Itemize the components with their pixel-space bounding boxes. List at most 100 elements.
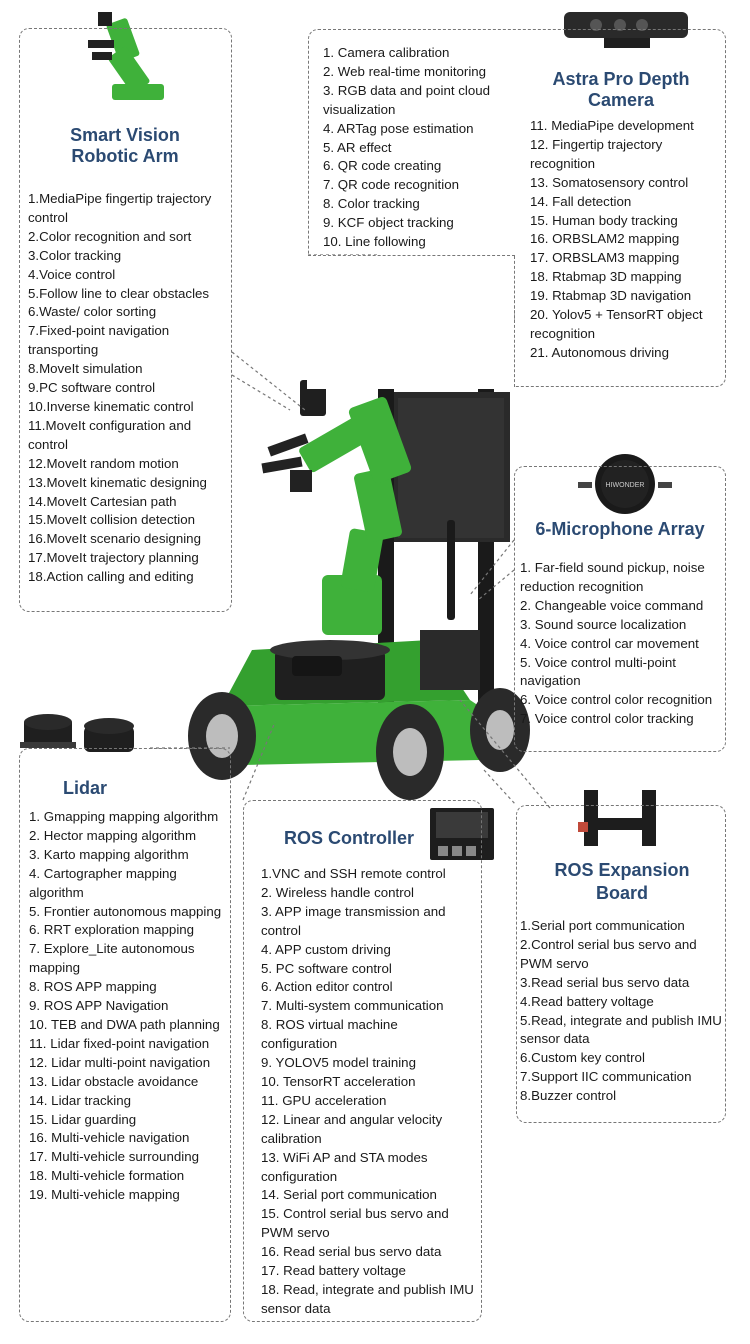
list-item: 9. ROS APP Navigation	[29, 998, 169, 1014]
list-item: 2. Web real-time monitoring	[323, 63, 487, 79]
controller-title: ROS Controller	[283, 828, 414, 848]
arm-feature-list: 1.MediaPipe fingertip trajectory control…	[28, 190, 231, 587]
list-item: 19. Multi-vehicle mapping	[29, 1187, 180, 1203]
list-item: 7. Voice control color tracking	[520, 711, 694, 727]
microphone-logo: HIWONDER	[606, 482, 645, 489]
list-item: 1. Camera calibration	[323, 45, 450, 60]
camera-top-feature-list: 1. Camera calibration 2. Web real-time m…	[323, 44, 518, 252]
list-item: 14. Fall detection	[530, 193, 632, 209]
list-item: 15.MoveIt collision detection	[28, 512, 196, 528]
list-item: 5.Read, integrate and publish IMU sensor…	[520, 1012, 722, 1047]
list-item: 8. ROS APP mapping	[29, 979, 157, 995]
list-item: 3. APP image transmission and control	[261, 903, 446, 938]
list-item: 13. Somatosensory control	[530, 174, 689, 190]
list-item: 18.Action calling and editing	[28, 569, 194, 585]
controller-feature-list: 1.VNC and SSH remote control 2. Wireless…	[261, 865, 476, 1319]
list-item: 10. TEB and DWA path planning	[29, 1016, 220, 1032]
list-item: 12. Fingertip trajectory recognition	[530, 136, 663, 171]
camera-feature-list: 11. MediaPipe development 12. Fingertip …	[530, 117, 722, 363]
list-item: 6. QR code creating	[323, 158, 442, 174]
list-item: 19. Rtabmap 3D navigation	[530, 288, 692, 304]
arm-title: Smart Vision Robotic Arm	[70, 125, 180, 166]
camera-panel: 1. Camera calibration 2. Web real-time m…	[308, 29, 726, 387]
list-item: 5. AR effect	[323, 139, 392, 155]
list-item: 11. MediaPipe development	[530, 118, 694, 133]
lidar-panel: Lidar 1. Gmapping mapping algorithm 2. H…	[19, 748, 231, 1322]
list-item: 1. Gmapping mapping algorithm	[29, 809, 219, 824]
list-item: 9. YOLOV5 model training	[261, 1055, 416, 1071]
list-item: 13. WiFi AP and STA modes configuration	[261, 1149, 428, 1184]
ros-controller-thumbnail	[430, 808, 494, 860]
list-item: 17. Multi-vehicle surrounding	[29, 1149, 199, 1165]
list-item: 13. Lidar obstacle avoidance	[29, 1073, 199, 1089]
list-item: 8.Buzzer control	[520, 1088, 617, 1104]
list-item: 16. Multi-vehicle navigation	[29, 1130, 190, 1146]
list-item: 21. Autonomous driving	[530, 344, 669, 360]
list-item: 10.Inverse kinematic control	[28, 398, 194, 414]
list-item: 14. Lidar tracking	[29, 1092, 131, 1108]
list-item: 6. RRT exploration mapping	[29, 922, 195, 938]
list-item: 18. Rtabmap 3D mapping	[530, 269, 682, 285]
list-item: 4. Cartographer mapping algorithm	[29, 865, 177, 900]
list-item: 5.Follow line to clear obstacles	[28, 285, 210, 301]
mic-title: 6-Microphone Array	[535, 519, 705, 539]
list-item: 5. PC software control	[261, 960, 392, 976]
list-item: 8. ROS virtual machine configuration	[261, 1017, 398, 1052]
list-item: 1.VNC and SSH remote control	[261, 866, 446, 881]
list-item: 7.Support IIC communication	[520, 1069, 692, 1085]
camera-panel-mask	[307, 255, 514, 389]
list-item: 3.Read serial bus servo data	[520, 974, 690, 990]
list-item: 16.MoveIt scenario designing	[28, 531, 201, 547]
list-item: 12.MoveIt random motion	[28, 455, 179, 471]
list-item: 6.Custom key control	[520, 1050, 645, 1066]
list-item: 2.Control serial bus servo and PWM servo	[520, 936, 697, 971]
list-item: 1. Far-field sound pickup, noise reducti…	[520, 560, 705, 594]
list-item: 16. ORBSLAM2 mapping	[530, 231, 680, 247]
list-item: 8.MoveIt simulation	[28, 361, 143, 377]
list-item: 4.Voice control	[28, 266, 116, 282]
list-item: 1.Serial port communication	[520, 918, 685, 933]
list-item: 2. Changeable voice command	[520, 597, 704, 613]
list-item: 7. Multi-system communication	[261, 998, 444, 1014]
list-item: 3.Color tracking	[28, 247, 122, 263]
list-item: 9. KCF object tracking	[323, 215, 454, 231]
list-item: 4. APP custom driving	[261, 941, 391, 957]
list-item: 4. ARTag pose estimation	[323, 120, 474, 136]
lidar-on-robot	[292, 656, 342, 676]
expansion-panel: ROS Expansion Board 1.Serial port commun…	[516, 805, 726, 1123]
list-item: 4. Voice control car movement	[520, 635, 699, 651]
list-item: 16. Read serial bus servo data	[261, 1244, 442, 1260]
list-item: 6. Action editor control	[261, 979, 393, 995]
list-item: 5. Voice control multi-point navigation	[520, 654, 676, 689]
list-item: 12. Lidar multi-point navigation	[29, 1054, 211, 1070]
list-item: 20. Yolov5 + TensorRT object recognition	[530, 307, 703, 341]
list-item: 13.MoveIt kinematic designing	[28, 474, 207, 490]
list-item: 15. Human body tracking	[530, 212, 678, 228]
list-item: 6. Voice control color recognition	[520, 692, 713, 708]
list-item: 15. Lidar guarding	[29, 1111, 137, 1127]
list-item: 2.Color recognition and sort	[28, 228, 192, 244]
list-item: 14. Serial port communication	[261, 1187, 437, 1203]
list-item: 18. Multi-vehicle formation	[29, 1168, 185, 1184]
list-item: 12. Linear and angular velocity calibrat…	[261, 1111, 443, 1146]
lidar-title: Lidar	[62, 778, 107, 798]
controller-panel: ROS Controller 1.VNC and SSH remote cont…	[243, 800, 482, 1322]
mic-panel: 6-Microphone Array 1. Far-field sound pi…	[514, 466, 726, 752]
arm-panel: Smart Vision Robotic Arm 1.MediaPipe fin…	[19, 28, 232, 612]
list-item: 10. Line following	[323, 234, 426, 250]
list-item: 7.Fixed-point navigation transporting	[28, 323, 170, 358]
list-item: 9.PC software control	[28, 380, 156, 396]
list-item: 15. Control serial bus servo and PWM ser…	[261, 1206, 449, 1241]
microphone-array-thumbnail: HIWONDER	[578, 454, 672, 514]
list-item: 11. GPU acceleration	[261, 1092, 387, 1108]
mecanum-wheels	[188, 688, 530, 800]
expansion-title: ROS Expansion Board	[554, 860, 690, 903]
lidar-feature-list: 1. Gmapping mapping algorithm 2. Hector …	[29, 808, 227, 1205]
list-item: 17.MoveIt trajectory planning	[28, 550, 199, 566]
list-item: 7. QR code recognition	[323, 177, 460, 193]
robotic-arm	[261, 380, 412, 635]
list-item: 17. ORBSLAM3 mapping	[530, 250, 680, 266]
camera-panel-step-edge	[308, 255, 515, 256]
list-item: 2. Wireless handle control	[261, 884, 414, 900]
mic-feature-list: 1. Far-field sound pickup, noise reducti…	[520, 559, 725, 729]
